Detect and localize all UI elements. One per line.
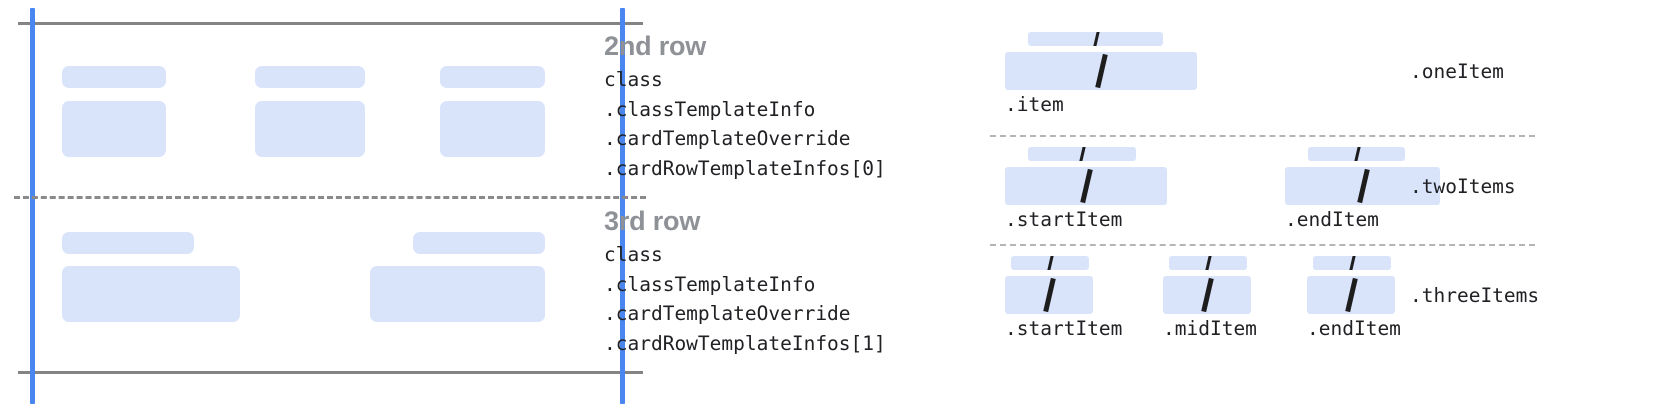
slot-caption: .endItem (1307, 317, 1401, 340)
slash-tick-mark-icon (1043, 277, 1056, 313)
slot-body-box (1005, 52, 1197, 90)
placeholder-label-bar (62, 232, 194, 254)
row-code-line: .classTemplateInfo (604, 97, 816, 121)
item-slot-variants-diagram: .item .oneItem .startItem .endItem .twoItems… (985, 0, 1676, 412)
slot-group-label: .oneItem (1410, 60, 1504, 83)
row-code-line: .cardTemplateOverride (604, 127, 851, 150)
slash-tick-mark-icon (1080, 168, 1093, 204)
placeholder-body-box (62, 266, 240, 322)
slot-group-separator (990, 135, 1535, 137)
card-bottom-edge-line (18, 371, 643, 374)
card-left-guide-line (30, 8, 35, 404)
row-title: 3rd row (604, 206, 701, 236)
item-slot: .midItem (1163, 256, 1257, 342)
row-description-column: 2nd row class .classTemplateInfo .cardTe… (604, 0, 1004, 412)
item-slot: .item (1005, 32, 1197, 118)
card-right-guide-line (620, 8, 625, 404)
item-slot: .startItem (1005, 256, 1122, 342)
placeholder-body-box (370, 266, 545, 322)
slot-label-bar (1308, 147, 1405, 161)
slot-label-bar (1313, 256, 1391, 270)
slash-tick-mark-icon (1095, 53, 1108, 89)
placeholder-label-bar (62, 66, 166, 88)
row-code-line: .cardTemplateOverride (604, 302, 851, 325)
placeholder-label-bar (413, 232, 545, 254)
slot-label-bar (1169, 256, 1247, 270)
slot-body-box (1005, 276, 1093, 314)
slash-tick-mark-icon (1047, 256, 1054, 270)
row-code-line: .cardRowTemplateInfos[0] (604, 156, 886, 180)
row-description-block: 2nd row class .classTemplateInfo .cardTe… (604, 30, 886, 183)
slot-group-label: .twoItems (1410, 175, 1516, 198)
item-slot: .startItem (1005, 147, 1167, 233)
placeholder-label-bar (255, 66, 365, 88)
card-top-edge-line (18, 22, 643, 25)
slash-tick-mark-icon (1205, 256, 1212, 270)
slot-caption: .startItem (1005, 317, 1123, 340)
slot-group-label: .threeItems (1410, 284, 1540, 307)
placeholder-body-box (255, 101, 365, 157)
row-code-line: .cardRowTemplateInfos[1] (604, 331, 886, 355)
item-slot: .endItem (1285, 147, 1440, 233)
slash-tick-mark-icon (1092, 32, 1100, 46)
row-code-line: .classTemplateInfo (604, 272, 816, 296)
item-slot: .endItem (1307, 256, 1401, 342)
slot-body-box (1307, 276, 1395, 314)
row-code-line: class (604, 68, 663, 91)
slot-group-separator (990, 244, 1535, 246)
slot-caption: .item (1005, 93, 1064, 116)
slash-tick-mark-icon (1079, 147, 1086, 161)
row-description-block: 3rd row class .classTemplateInfo .cardTe… (604, 205, 886, 358)
slash-tick-mark-icon (1201, 277, 1214, 313)
slot-label-bar (1028, 32, 1163, 46)
slot-body-box (1285, 167, 1440, 205)
slot-group: .startItem .endItem .twoItems (985, 147, 1676, 237)
slot-label-bar (1028, 147, 1136, 161)
row-code-line: class (604, 243, 663, 266)
slot-group: .item .oneItem (985, 32, 1676, 122)
placeholder-body-box (62, 101, 166, 157)
slot-caption: .midItem (1163, 317, 1257, 340)
card-row-divider (14, 196, 646, 199)
slot-caption: .startItem (1005, 208, 1123, 231)
row-title: 2nd row (604, 31, 707, 61)
slot-label-bar (1011, 256, 1089, 270)
slot-group: .startItem .midItem .endItem .threeItems (985, 256, 1676, 346)
card-row-placeholder-diagram (0, 0, 660, 412)
placeholder-body-box (440, 101, 545, 157)
slot-body-box (1005, 167, 1167, 205)
slash-tick-mark-icon (1353, 147, 1361, 161)
slot-body-box (1163, 276, 1251, 314)
slash-tick-mark-icon (1356, 168, 1370, 204)
slash-tick-mark-icon (1349, 256, 1356, 270)
slash-tick-mark-icon (1345, 277, 1358, 313)
slot-caption: .endItem (1285, 208, 1379, 231)
placeholder-label-bar (440, 66, 545, 88)
